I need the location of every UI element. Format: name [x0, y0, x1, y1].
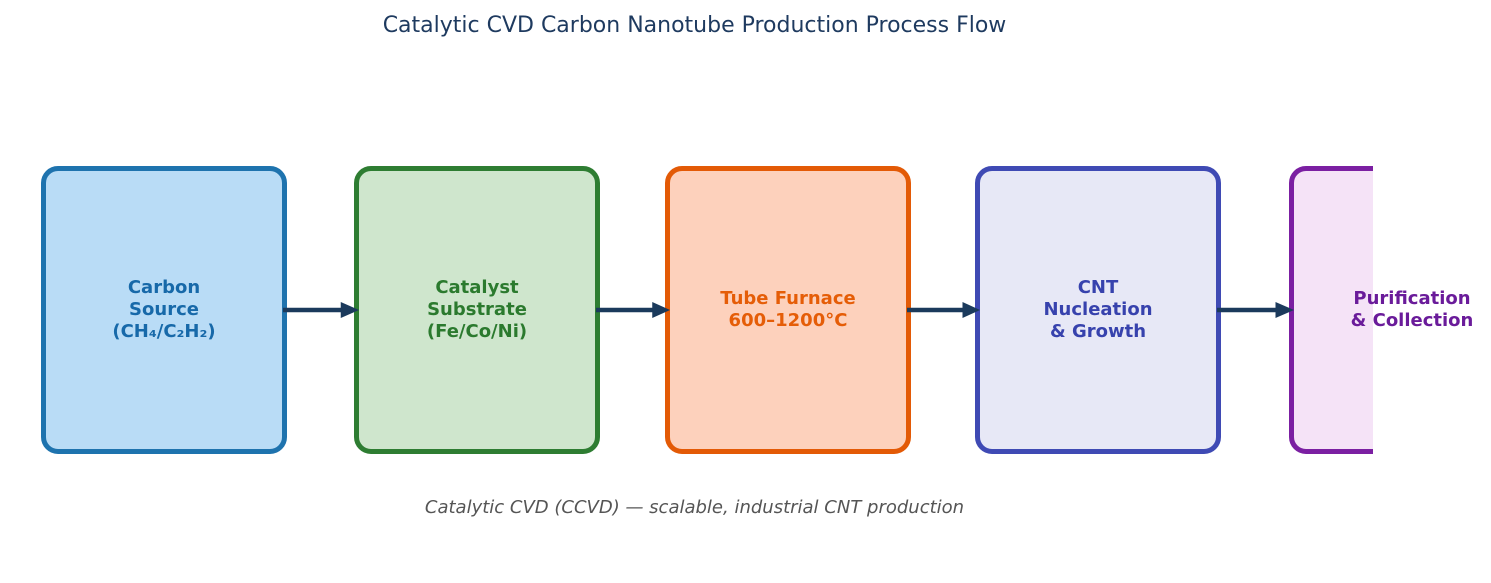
diagram-title: Catalytic CVD Carbon Nanotube Production… — [382, 13, 1007, 38]
flow-arrow-icon — [907, 302, 981, 318]
process-step-box-tube-furnace — [665, 166, 911, 454]
diagram-caption: Catalytic CVD (CCVD) — scalable, industr… — [424, 497, 965, 518]
flow-arrow-icon — [283, 302, 360, 318]
process-step-box-carbon-source — [41, 166, 287, 454]
process-step-box-catalyst-substrate — [354, 166, 600, 454]
flow-arrow-icon — [596, 302, 671, 318]
process-step-box-purification-collection — [1289, 166, 1373, 454]
flow-arrow-icon — [1217, 302, 1295, 318]
boxes-clip-region — [41, 166, 1373, 454]
process-step-box-cnt-nucleation-growth — [975, 166, 1221, 454]
